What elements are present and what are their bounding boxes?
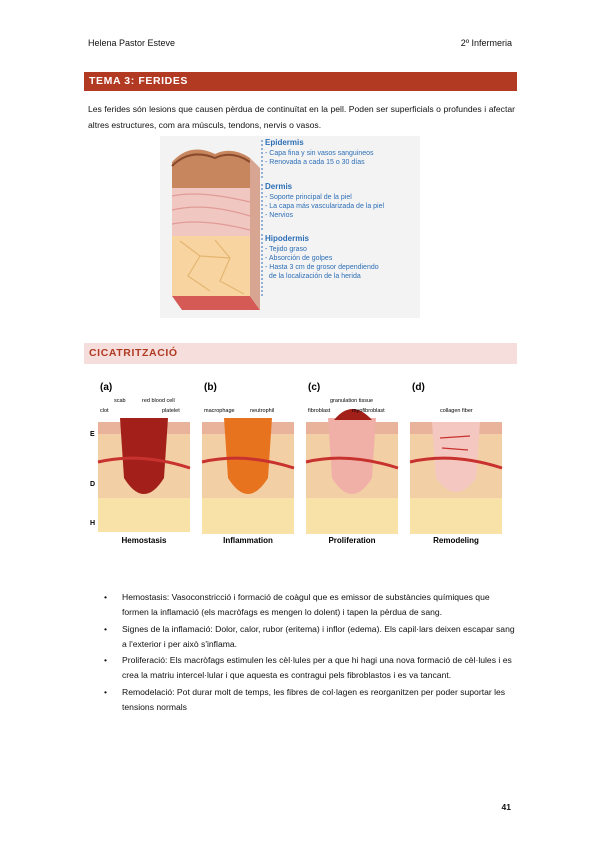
list-item-text: Signes de la inflamació: Dolor, calor, r… xyxy=(122,623,515,649)
epidermis-item: - Capa fina y sin vasos sanguineos xyxy=(265,150,374,157)
panel-label: red blood cell xyxy=(142,398,175,404)
epidermis-layer xyxy=(172,149,250,188)
panel-proliferation: (c) granulation tissue fibroblast myofib… xyxy=(305,382,399,545)
list-item: • Hemostasis: Vasoconstricció i formació … xyxy=(104,590,516,620)
list-item: • Proliferació: Els macròfags estimulen l… xyxy=(104,653,516,683)
panel-letter: (a) xyxy=(100,382,112,393)
epidermis-item: - Renovada a cada 15 o 30 días xyxy=(265,159,365,166)
dermis-item: - Nervios xyxy=(265,212,294,219)
topic-title-band: TEMA 3: FERIDES xyxy=(84,72,517,91)
healing-phases-list: • Hemostasis: Vasoconstricció i formació … xyxy=(104,590,516,716)
dermis-title: Dermis xyxy=(265,182,293,191)
panel-label: macrophage xyxy=(204,408,235,414)
panel-letter: (c) xyxy=(308,382,320,393)
panel-caption: Remodeling xyxy=(433,536,479,545)
skin-layers-illustration: Epidermis - Capa fina y sin vasos sangui… xyxy=(171,138,385,310)
page-number: 41 xyxy=(501,802,511,812)
healing-phases-illustration: E D H (a) scab red blood cell clot plate… xyxy=(90,382,503,546)
list-item-text: Remodelació: Pot durar molt de temps, le… xyxy=(122,686,506,712)
panel-caption: Inflammation xyxy=(223,536,273,545)
list-item-text: Proliferació: Els macròfags estimulen le… xyxy=(122,655,512,680)
skin-layers-figure: Epidermis - Capa fina y sin vasos sangui… xyxy=(160,136,420,318)
hypodermis-item: - Tejido graso xyxy=(265,246,307,253)
hypodermis-item: - Absorción de golpes xyxy=(265,255,333,262)
hypodermis-item: de la localización de la herida xyxy=(265,273,361,280)
panel-label: neutrophil xyxy=(250,408,274,414)
panel-label: collagen fiber xyxy=(440,408,473,414)
list-item-text: Hemostasis: Vasoconstricció i formació d… xyxy=(122,592,490,617)
panel-caption: Proliferation xyxy=(328,536,375,545)
layer-letter: E xyxy=(90,431,95,438)
intro-paragraph: Les ferides són lesions que causen pèrdu… xyxy=(88,104,515,130)
panel-remodeling: (d) collagen fiber Remodeling xyxy=(409,382,503,545)
panel-inflammation: (b) macrophage neutrophil Inflammation xyxy=(201,382,295,545)
header-course: 2º Infermeria xyxy=(460,38,512,48)
dermis-item: - Soporte principal de la piel xyxy=(265,194,352,201)
panel-label: clot xyxy=(100,408,109,414)
dermis-layer xyxy=(172,188,250,236)
bullet-icon: • xyxy=(104,686,108,697)
panel-letter: (b) xyxy=(204,382,217,393)
panel-label: granulation tissue xyxy=(330,398,373,404)
panel-caption: Hemostasis xyxy=(122,536,167,545)
list-item: • Signes de la inflamació: Dolor, calor, … xyxy=(104,622,516,652)
epidermis-title: Epidermis xyxy=(265,138,304,147)
panel-label: myofibroblast xyxy=(352,408,385,414)
hypodermis-layer xyxy=(172,236,250,296)
dermis-item: - La capa más vascularizada de la piel xyxy=(265,203,385,210)
hypodermis-item: - Hasta 3 cm de grosor dependiendo xyxy=(265,264,379,271)
bullet-icon: • xyxy=(104,623,108,634)
panel-label: fibroblast xyxy=(308,408,331,414)
bullet-icon: • xyxy=(104,655,108,665)
healing-phases-figure: E D H (a) scab red blood cell clot plate… xyxy=(90,378,510,548)
bullet-icon: • xyxy=(104,592,108,602)
layer-letter: D xyxy=(90,481,95,488)
healing-title-band: CICATRITZACIÓ xyxy=(84,343,517,364)
panel-letter: (d) xyxy=(412,382,425,393)
panel-hemostasis: (a) scab red blood cell clot platelet He… xyxy=(96,382,192,546)
header-author: Helena Pastor Esteve xyxy=(88,38,176,48)
hypodermis-title: Hipodermis xyxy=(265,234,310,243)
layer-letter: H xyxy=(90,520,95,527)
panel-label: platelet xyxy=(162,408,180,414)
panel-label: scab xyxy=(114,398,126,404)
muscle-layer xyxy=(172,296,260,310)
list-item: • Remodelació: Pot durar molt de temps, l… xyxy=(104,685,516,715)
